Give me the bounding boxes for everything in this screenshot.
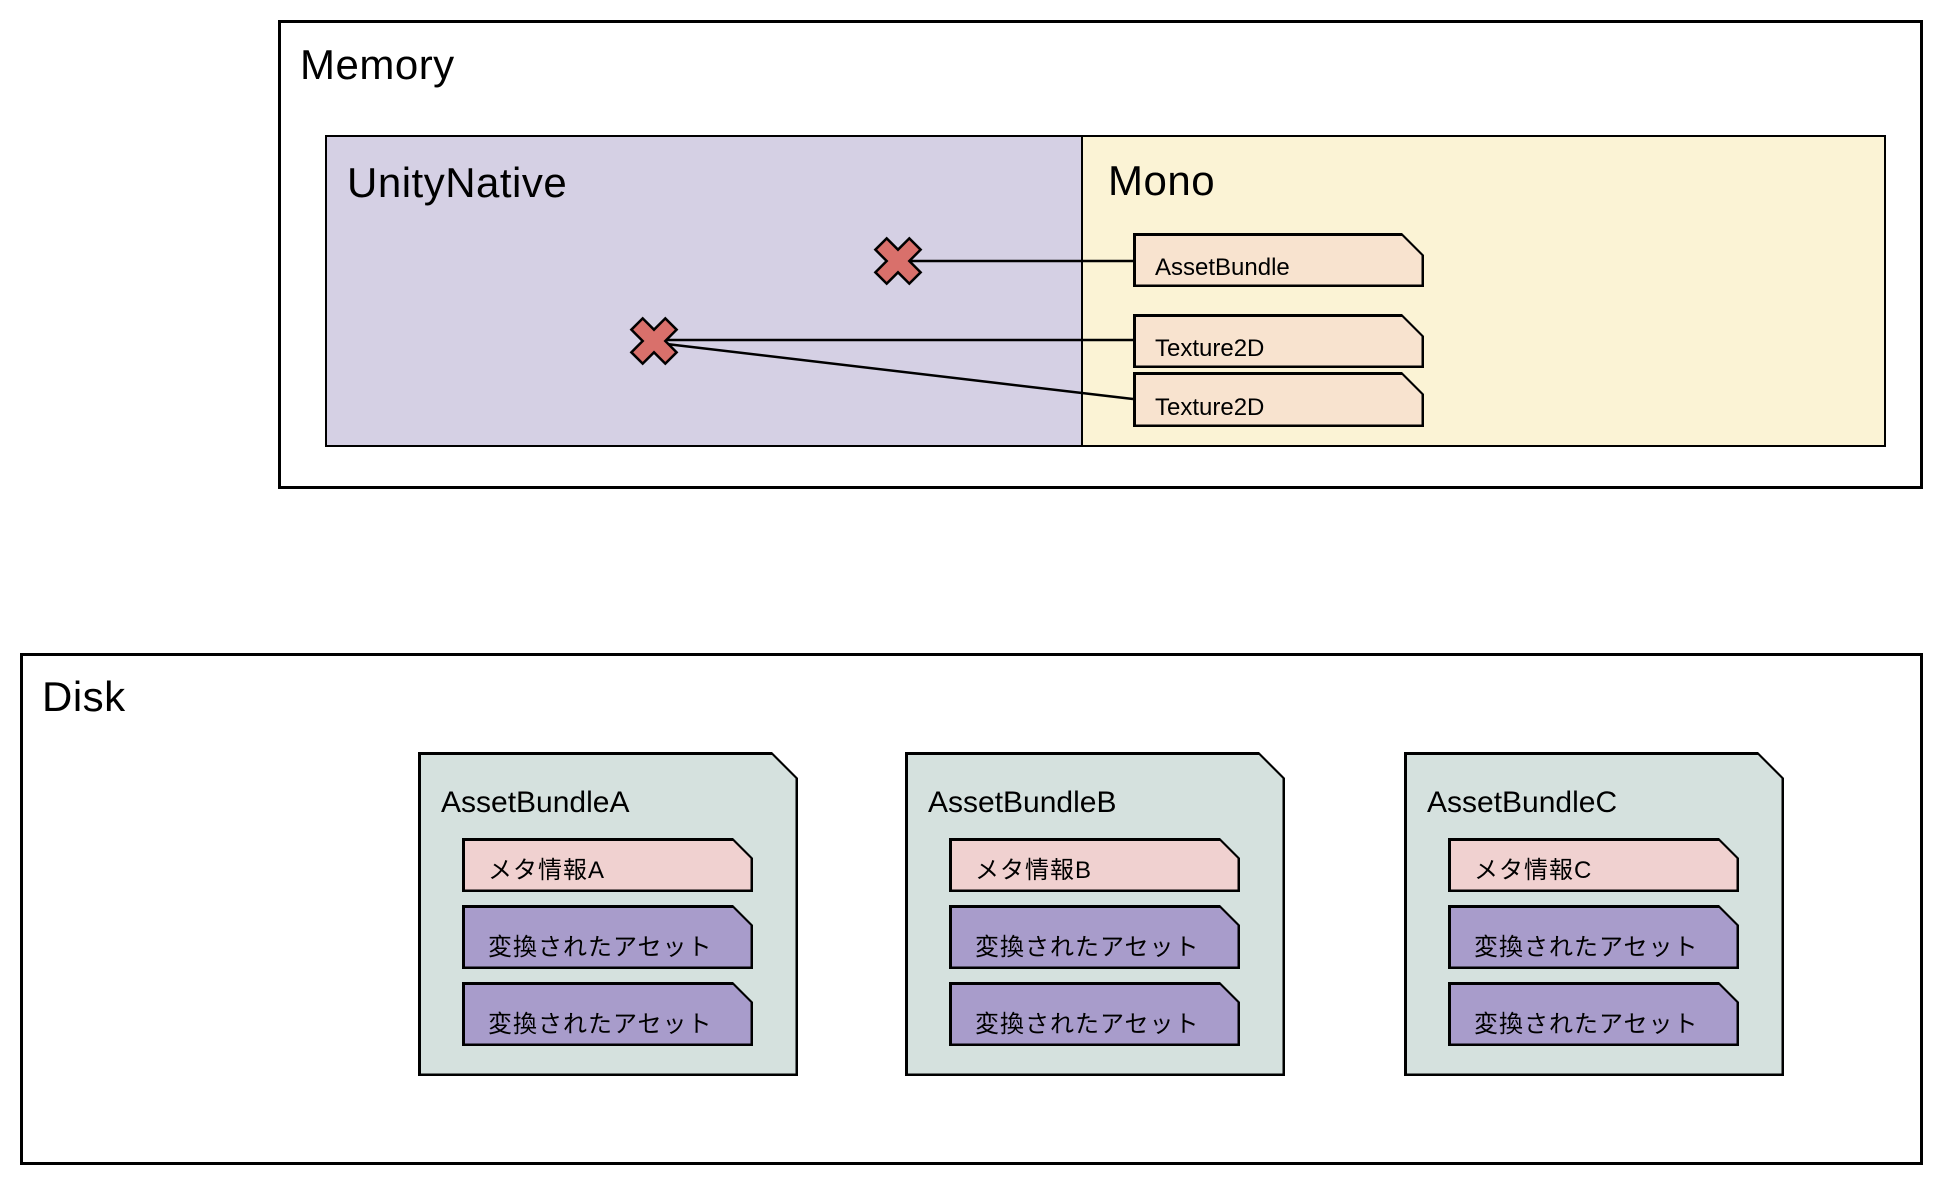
bundle-file-a: AssetBundleA メタ情報A 変換されたアセット 変換されたアセット — [418, 752, 798, 1076]
converted-asset-fill — [952, 985, 1238, 1044]
converted-asset-label: 変換されたアセット — [488, 934, 713, 961]
x-mark-icon — [629, 316, 679, 366]
unity-native-label: UnityNative — [347, 159, 568, 206]
memory-title: Memory — [300, 41, 455, 88]
converted-asset-fill — [1451, 985, 1737, 1044]
meta-info-fill — [465, 841, 751, 890]
unity-native-region — [325, 135, 1083, 447]
converted-asset-fill — [465, 985, 751, 1044]
meta-info-label: メタ情報A — [488, 857, 606, 884]
converted-asset-box: 変換されたアセット — [462, 905, 753, 969]
x-mark-icon — [873, 236, 923, 286]
meta-info-box: メタ情報A — [462, 838, 753, 892]
bundle-file-c: AssetBundleC メタ情報C 変換されたアセット 変換されたアセット — [1404, 752, 1784, 1076]
texture2d-object-box-2: Texture2D — [1133, 372, 1424, 427]
bundle-file-b: AssetBundleB メタ情報B 変換されたアセット 変換されたアセット — [905, 752, 1285, 1076]
reference-line-texture2d-2 — [657, 341, 1134, 401]
texture2d-object-fill — [1136, 317, 1422, 366]
meta-info-label: メタ情報B — [975, 857, 1093, 884]
converted-asset-box: 変換されたアセット — [949, 905, 1240, 969]
converted-asset-label: 変換されたアセット — [488, 1011, 713, 1038]
texture2d-object-fill — [1136, 375, 1422, 425]
asset-bundle-object-fill — [1136, 236, 1422, 285]
bundle-file-title: AssetBundleA — [441, 786, 630, 819]
meta-info-box: メタ情報C — [1448, 838, 1739, 892]
converted-asset-fill — [952, 908, 1238, 967]
meta-info-fill — [952, 841, 1238, 890]
meta-info-label: メタ情報C — [1474, 857, 1593, 884]
asset-bundle-object-box: AssetBundle — [1133, 233, 1424, 287]
meta-info-box: メタ情報B — [949, 838, 1240, 892]
mono-label: Mono — [1108, 157, 1216, 204]
converted-asset-label: 変換されたアセット — [1474, 934, 1699, 961]
disk-title: Disk — [42, 673, 126, 720]
texture2d-object-label-2: Texture2D — [1155, 394, 1265, 421]
meta-info-fill — [1451, 841, 1737, 890]
texture2d-object-label-1: Texture2D — [1155, 335, 1265, 362]
asset-bundle-object-label: AssetBundle — [1155, 254, 1290, 281]
bundle-file-title: AssetBundleC — [1427, 786, 1618, 819]
texture2d-object-box-1: Texture2D — [1133, 314, 1424, 368]
converted-asset-fill — [1451, 908, 1737, 967]
converted-asset-box: 変換されたアセット — [462, 982, 753, 1046]
converted-asset-box: 変換されたアセット — [949, 982, 1240, 1046]
converted-asset-fill — [465, 908, 751, 967]
bundle-file-title: AssetBundleB — [928, 786, 1117, 819]
converted-asset-box: 変換されたアセット — [1448, 905, 1739, 969]
converted-asset-box: 変換されたアセット — [1448, 982, 1739, 1046]
converted-asset-label: 変換されたアセット — [975, 934, 1200, 961]
converted-asset-label: 変換されたアセット — [975, 1011, 1200, 1038]
converted-asset-label: 変換されたアセット — [1474, 1011, 1699, 1038]
